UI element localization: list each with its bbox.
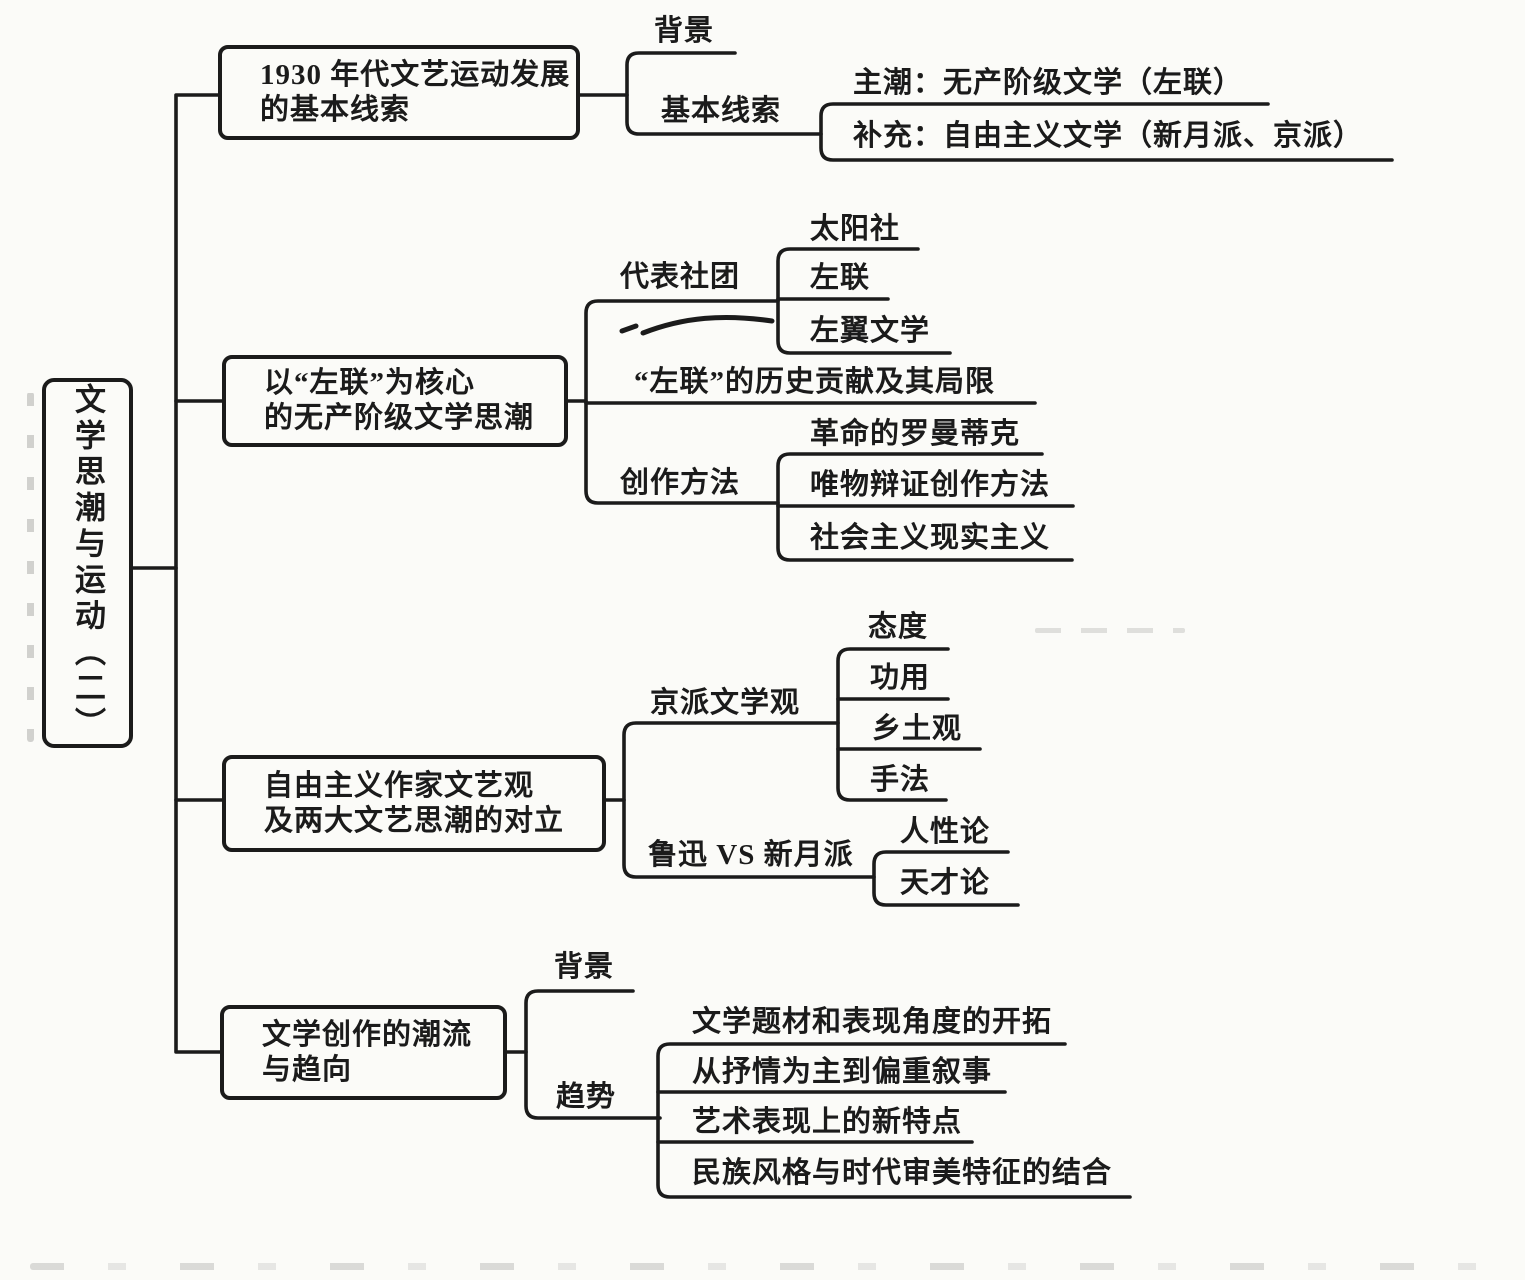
label-beijing-top: 背景 — [654, 15, 715, 47]
leaf-renxinglun: 人性论 — [900, 816, 991, 848]
leaf-shoufa: 手法 — [870, 764, 931, 796]
branch-box-zuolian: 以“左联”为核心 的无产阶级文学思潮 — [222, 355, 568, 447]
connector-branch-zuolian — [566, 247, 1075, 562]
branch-box-wenxue-chuangzuo: 文学创作的潮流 与趋向 — [220, 1005, 507, 1100]
label-chuangzuo-fangfa: 创作方法 — [620, 467, 741, 499]
leaf-buchong: 补充：自由主义文学（新月派、京派） — [853, 120, 1364, 152]
connector-branch-ziyouzhuyi — [600, 647, 1020, 907]
leaf-tiancailun: 天才论 — [900, 867, 991, 899]
branch-box-1930: 1930 年代文艺运动发展 的基本线索 — [218, 45, 580, 140]
label-luxun-vs-xinyuepai: 鲁迅 VS 新月派 — [648, 839, 854, 871]
connector-trunk — [131, 93, 224, 1054]
label-lishi-gongxian: “左联”的历史贡献及其局限 — [634, 366, 996, 398]
branch-box-ziyouzhuyi: 自由主义作家文艺观 及两大文艺思潮的对立 — [222, 755, 606, 852]
leaf-xiangtuguan: 乡土观 — [872, 713, 963, 745]
leaf-shehuizhuyi-xianshizhuyi: 社会主义现实主义 — [810, 522, 1051, 554]
root-node: 文学思潮与运动（二） — [42, 378, 133, 748]
leaf-taiyangshe: 太阳社 — [810, 213, 901, 245]
label-jiben-xiansuo: 基本线索 — [661, 95, 782, 127]
leaf-zuolian: 左联 — [810, 262, 871, 294]
leaf-ticai-kaituo: 文学题材和表现角度的开拓 — [692, 1006, 1053, 1038]
leaf-shuqing-xushi: 从抒情为主到偏重叙事 — [692, 1056, 993, 1088]
label-jingpai-wenxueguan: 京派文学观 — [650, 687, 801, 719]
label-beijing-bottom: 背景 — [554, 951, 615, 983]
leaf-gongyong: 功用 — [870, 662, 931, 694]
leaf-zhuchao: 主潮：无产阶级文学（左联） — [853, 67, 1244, 99]
leaf-taidu: 态度 — [868, 611, 929, 643]
label-daibiao-shetuan: 代表社团 — [620, 261, 741, 293]
label-qushi: 趋势 — [556, 1081, 617, 1113]
leaf-zuoyi-wenxue: 左翼文学 — [810, 315, 931, 347]
leaf-geming-luomandike: 革命的罗曼蒂克 — [810, 418, 1021, 450]
leaf-yishu-tedian: 艺术表现上的新特点 — [692, 1106, 963, 1138]
leaf-weiwu-bianzheng: 唯物辩证创作方法 — [810, 469, 1051, 501]
leaf-minzu-fengge: 民族风格与时代审美特征的结合 — [692, 1157, 1113, 1189]
connector-branch-chuangzuo — [505, 989, 1132, 1199]
connector-branch-1930 — [578, 51, 1394, 162]
